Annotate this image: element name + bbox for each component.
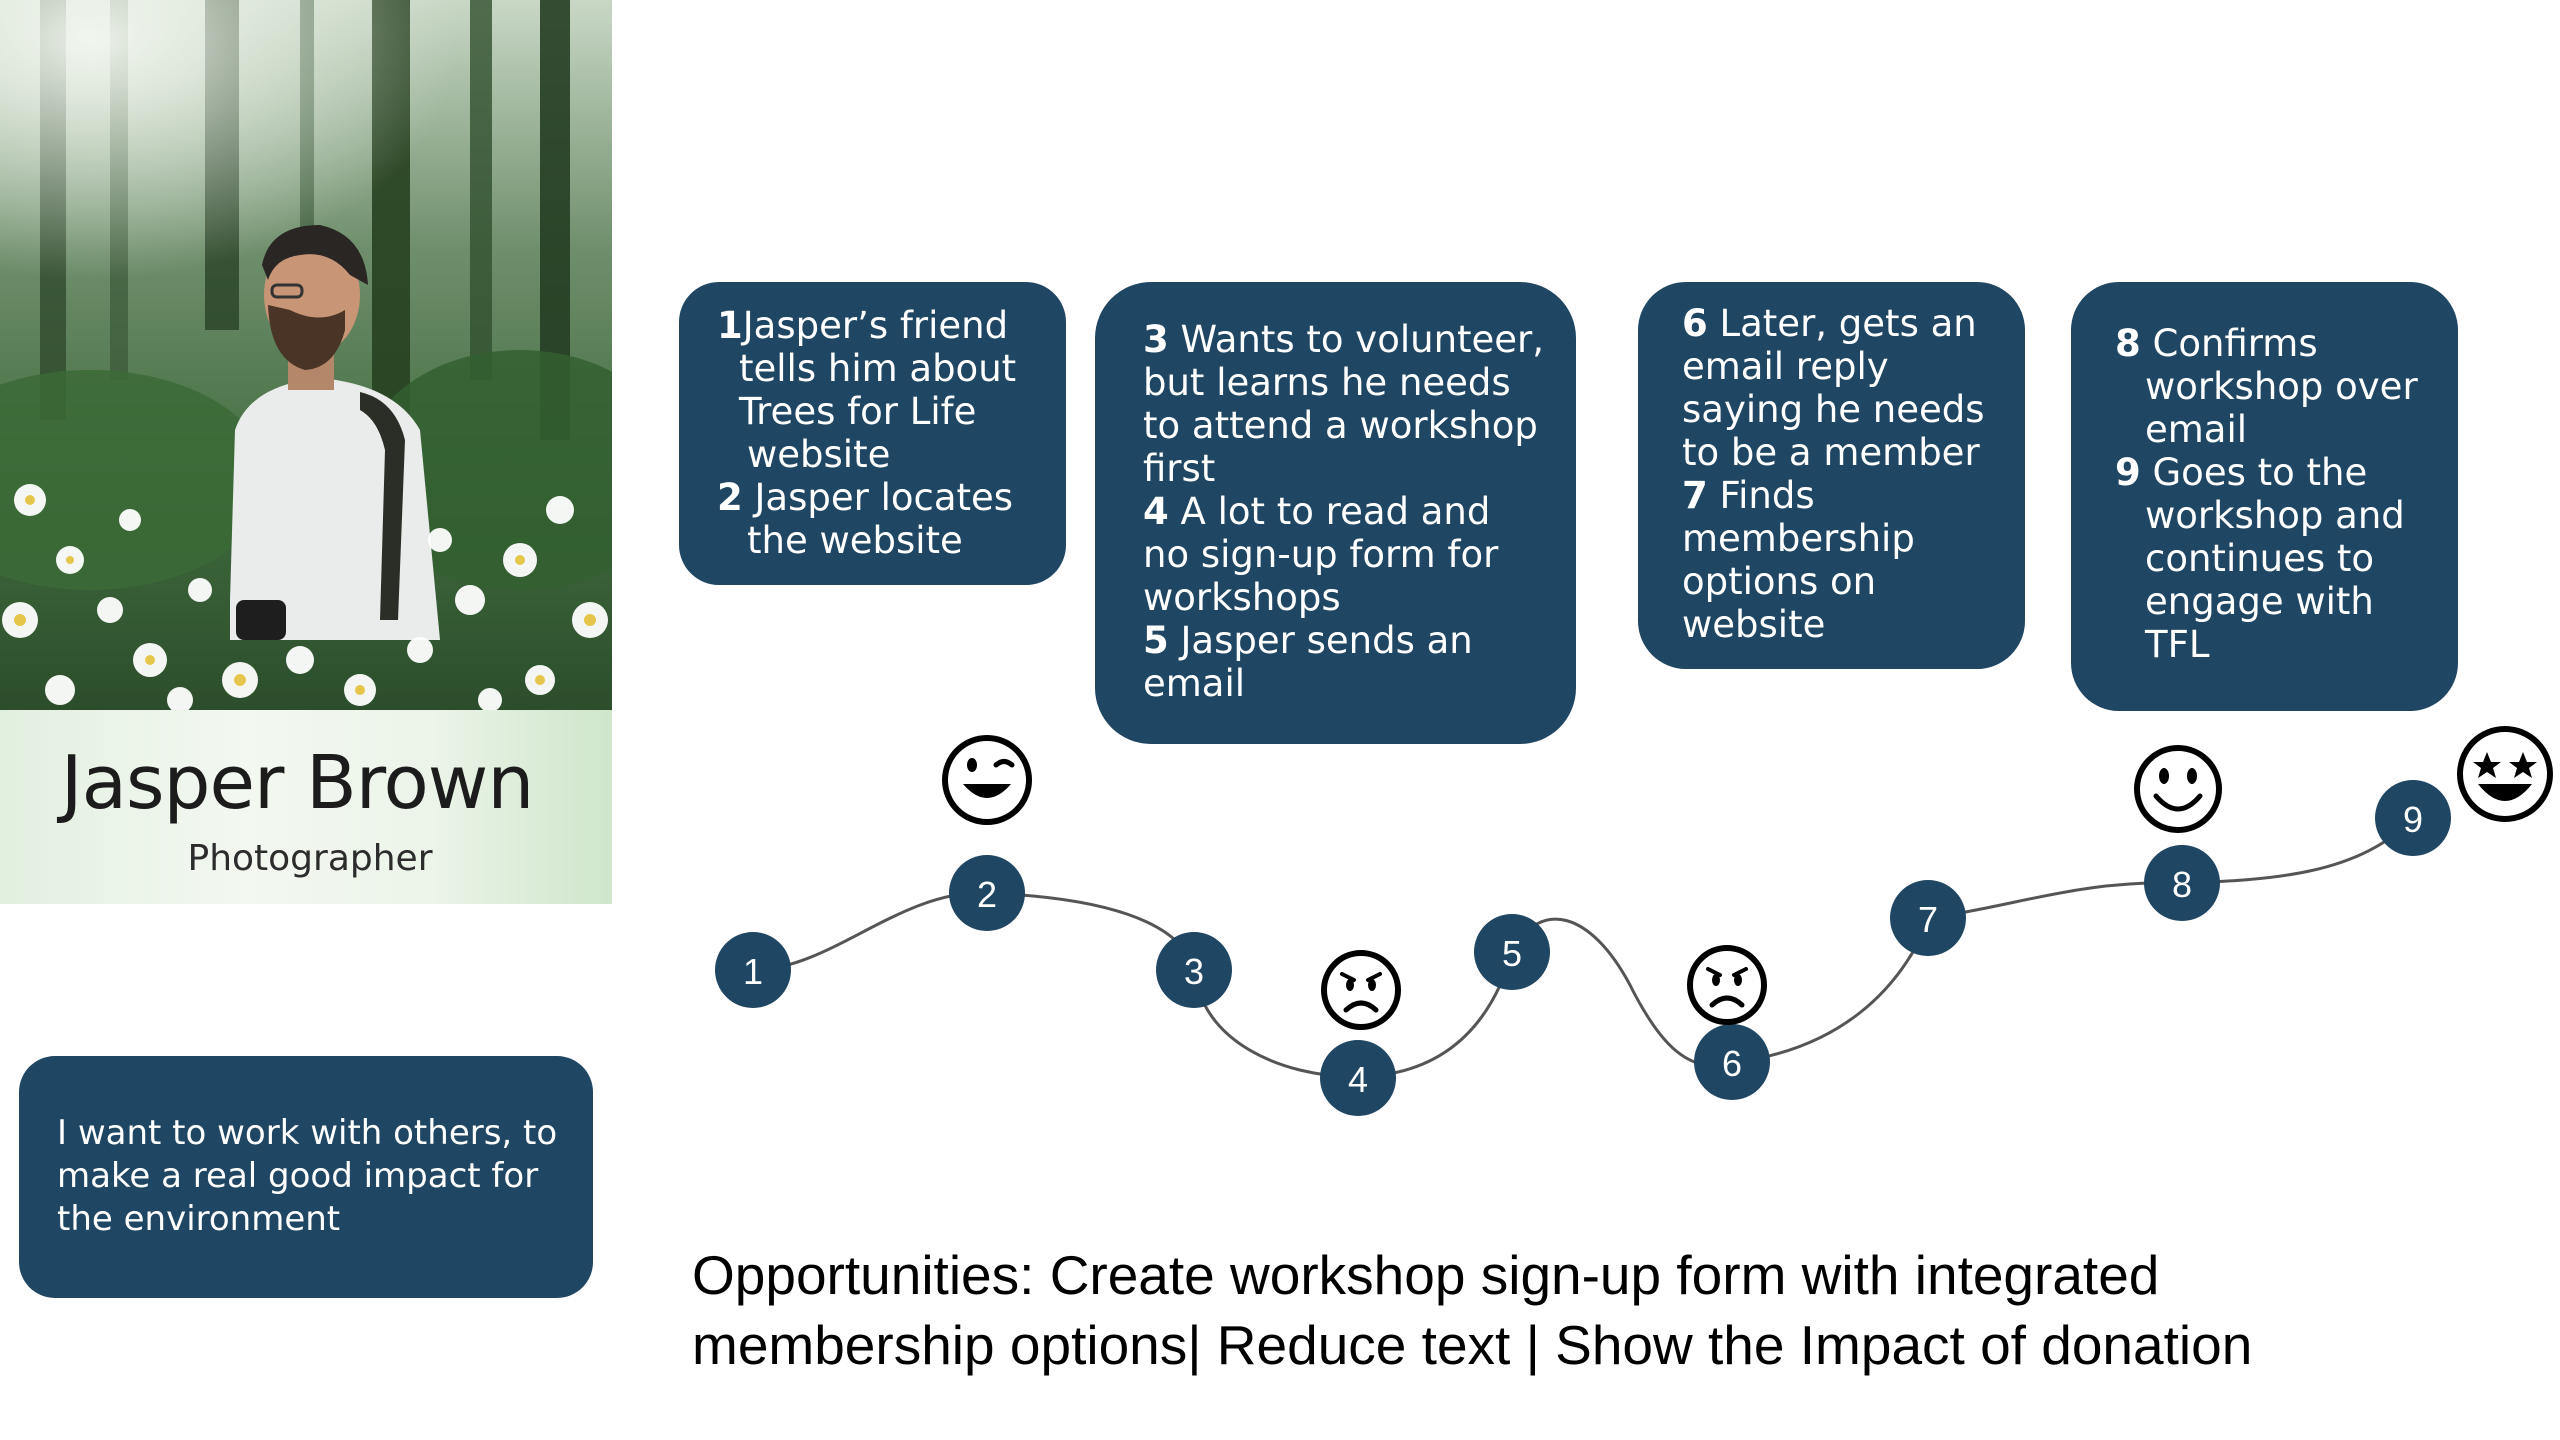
step-text: membership: [1682, 517, 1915, 560]
daisy-flowers: [2, 484, 608, 710]
opportunities-line-1: Opportunities: Create workshop sign-up f…: [692, 1244, 2160, 1306]
journey-node-2: 2: [949, 855, 1025, 931]
step-text: saying he needs: [1682, 388, 1985, 431]
opportunities-line-2: membership options| Reduce text | Show t…: [692, 1314, 2253, 1376]
step-text: to attend a workshop: [1143, 404, 1538, 447]
node-label: 5: [1502, 933, 1522, 974]
journey-node-7: 7: [1890, 880, 1966, 956]
node-label: 8: [2172, 864, 2192, 905]
worried-face-icon: [1687, 945, 1767, 1025]
step-text: the website: [747, 519, 963, 562]
persona-photo: [0, 0, 612, 710]
step-text: no sign-up form for: [1143, 533, 1499, 576]
forest-photo-illustration: [0, 0, 612, 710]
worried-face-icon: [1321, 950, 1401, 1030]
step-box-1-2: 1Jasper’s friend tells him about Trees f…: [679, 282, 1066, 585]
step-text: Confirms: [2152, 322, 2318, 365]
daisy-centers: [14, 495, 596, 695]
step-number: 1: [717, 304, 743, 347]
step-text: workshops: [1143, 576, 1341, 619]
step-text: A lot to read and: [1180, 490, 1491, 533]
step-text: website: [747, 433, 891, 476]
journey-node-9: 9: [2375, 780, 2451, 856]
persona-quote-box: I want to work with others, to make a re…: [19, 1056, 593, 1298]
persona-quote: I want to work with others, to make a re…: [57, 1113, 558, 1239]
step-text: Jasper sends an: [1180, 619, 1473, 662]
step-text: engage with: [2145, 580, 2374, 623]
persona-role: Photographer: [187, 838, 433, 879]
step-text: email: [2145, 408, 2248, 451]
journey-node-8: 8: [2144, 845, 2220, 921]
step-text: tells him about: [739, 347, 1017, 390]
step-text: website: [1682, 603, 1826, 646]
step-text: Jasper’s friend: [742, 304, 1009, 347]
step-text: Trees for Life: [739, 390, 977, 433]
step-text: Jasper locates: [754, 476, 1014, 519]
step-number: 6: [1682, 302, 1708, 345]
journey-curve: [752, 816, 2415, 1079]
node-label: 9: [2403, 799, 2423, 840]
step-box-8-9: 8 Confirms workshop over email 9 Goes to…: [2071, 282, 2458, 711]
step-number: 5: [1143, 619, 1169, 662]
step-text: Finds: [1719, 474, 1815, 517]
person-figure: [230, 225, 440, 640]
step-text: workshop over: [2145, 365, 2418, 408]
step-text: continues to: [2145, 537, 2375, 580]
journey-node-1: 1: [715, 932, 791, 1008]
smiling-face-icon: [2134, 745, 2222, 833]
journey-node-5: 5: [1474, 914, 1550, 990]
step-text: TFL: [2145, 623, 2210, 666]
step-number: 2: [717, 476, 743, 519]
journey-node-6: 6: [1694, 1024, 1770, 1100]
step-box-3-5: 3 Wants to volunteer, but learns he need…: [1095, 282, 1576, 744]
persona-name-block: Jasper Brown Photographer: [0, 710, 612, 904]
step-text: options on: [1682, 560, 1877, 603]
step-text: email: [1143, 662, 1246, 705]
step-number: 4: [1143, 490, 1169, 533]
step-number: 9: [2115, 451, 2141, 494]
step-text: to be a member: [1682, 431, 1980, 474]
step-number: 7: [1682, 474, 1708, 517]
node-label: 6: [1722, 1043, 1742, 1084]
node-label: 1: [743, 951, 763, 992]
star-eyes-face-icon: [2457, 726, 2553, 822]
node-label: 2: [977, 874, 997, 915]
step-text: Wants to volunteer,: [1180, 318, 1545, 361]
node-label: 3: [1184, 951, 1204, 992]
node-label: 4: [1348, 1059, 1368, 1100]
node-label: 7: [1918, 899, 1938, 940]
persona-name: Jasper Brown: [60, 740, 534, 826]
step-text: but learns he needs: [1143, 361, 1511, 404]
opportunities-text: Opportunities: Create workshop sign-up f…: [692, 1240, 2492, 1380]
step-text: Later, gets an: [1719, 302, 1977, 345]
step-text: workshop and: [2145, 494, 2405, 537]
step-text: email reply: [1682, 345, 1889, 388]
step-text: first: [1143, 447, 1216, 490]
journey-node-4: 4: [1320, 1040, 1396, 1116]
step-box-6-7: 6 Later, gets an email reply saying he n…: [1638, 282, 2025, 669]
step-number: 3: [1143, 318, 1169, 361]
step-text: Goes to the: [2152, 451, 2368, 494]
journey-node-3: 3: [1156, 932, 1232, 1008]
grinning-face-icon: [942, 735, 1032, 825]
step-number: 8: [2115, 322, 2141, 365]
